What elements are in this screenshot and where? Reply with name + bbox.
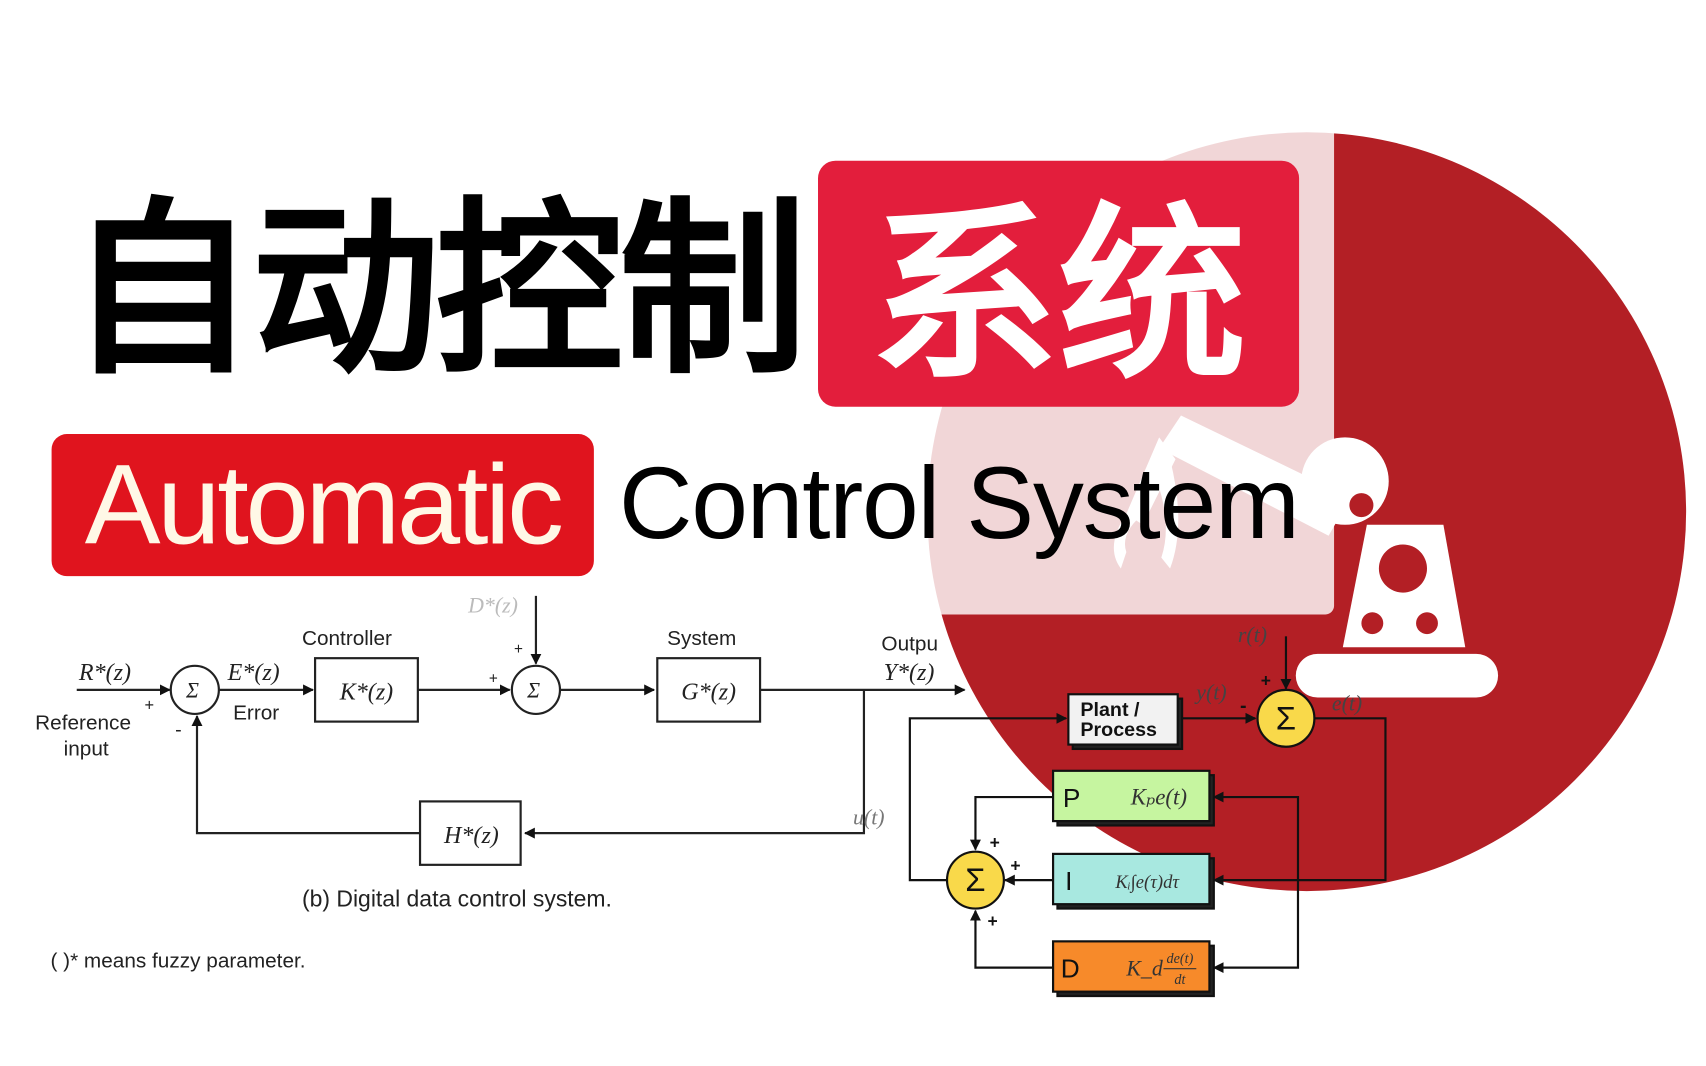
d-frac-num: de(t) [1167, 951, 1194, 967]
d-block [1051, 940, 1211, 993]
robot-arm-holes [1349, 493, 1438, 635]
pid-sum-plus-i: + [1010, 855, 1020, 875]
pid-sum-top-minus: - [1240, 695, 1247, 717]
sum-1-symbol: Σ [185, 679, 199, 703]
sum-2-symbol: Σ [526, 679, 540, 703]
ref-label-2: input [64, 737, 109, 760]
ref-label: Reference [35, 711, 131, 734]
controller-label: Controller [302, 627, 392, 650]
ref-signal: R*(z) [78, 660, 131, 686]
title-english-highlight: Automatic [85, 441, 561, 568]
controller-block-text: K*(z) [339, 680, 393, 706]
pid-sum-junction-top [1256, 688, 1316, 748]
pid-blocks [945, 688, 1316, 998]
title-chinese-red-box [818, 160, 1300, 407]
y-signal: y(t) [1194, 681, 1226, 705]
title-chinese-black: 自动控制 [68, 185, 803, 395]
r-signal: r(t) [1238, 623, 1267, 647]
plant-block [1067, 693, 1179, 746]
title-chinese-highlight: 系统 [870, 191, 1246, 401]
diagram-caption: (b) Digital data control system. [302, 885, 612, 911]
p-block [1051, 769, 1211, 823]
i-formula: Kᵢ∫e(τ)dτ [1114, 872, 1180, 893]
d-frac-den: dt [1174, 972, 1186, 988]
output-label: Outpu [881, 633, 938, 656]
pid-sum-plus-d: + [987, 911, 997, 931]
system-block-text: G*(z) [681, 680, 736, 706]
plant-label-2: Process [1080, 719, 1157, 741]
sum-1-minus: - [175, 719, 182, 741]
pid-sum-plus-p: + [990, 832, 1000, 852]
pid-sum-bottom-symbol: Σ [965, 861, 985, 898]
plant-label-1: Plant / [1080, 699, 1140, 721]
output-signal: Y*(z) [884, 660, 935, 686]
e-signal: e(t) [1332, 692, 1362, 716]
feedback-block-text: H*(z) [443, 823, 499, 849]
error-signal: E*(z) [227, 660, 280, 686]
system-label: System [667, 627, 736, 650]
digital-control-diagram [76, 595, 966, 866]
pid-sum-top-plus: + [1261, 671, 1271, 691]
d-formula: K_d [1125, 956, 1163, 980]
pid-control-diagram [908, 636, 1387, 974]
pid-sum-junction-bottom [945, 850, 1005, 910]
error-label: Error [233, 701, 279, 724]
i-block [1051, 852, 1211, 906]
title-english-red-box [51, 434, 594, 577]
pid-sum-top-symbol: Σ [1276, 699, 1296, 736]
i-letter: I [1065, 866, 1072, 896]
sum-2-plus-left: + [489, 670, 498, 687]
sum-1-plus: + [145, 697, 155, 715]
p-formula: Kₚe(t) [1130, 785, 1187, 810]
feedback-signal: u(t) [853, 805, 885, 829]
sum-2-plus-top: + [514, 641, 523, 658]
p-letter: P [1063, 783, 1081, 813]
footnote: ( )* means fuzzy parameter. [50, 950, 305, 973]
d-letter: D [1061, 953, 1080, 983]
title-english-rest: Control System [619, 446, 1299, 560]
disturbance-signal: D*(z) [467, 593, 518, 617]
